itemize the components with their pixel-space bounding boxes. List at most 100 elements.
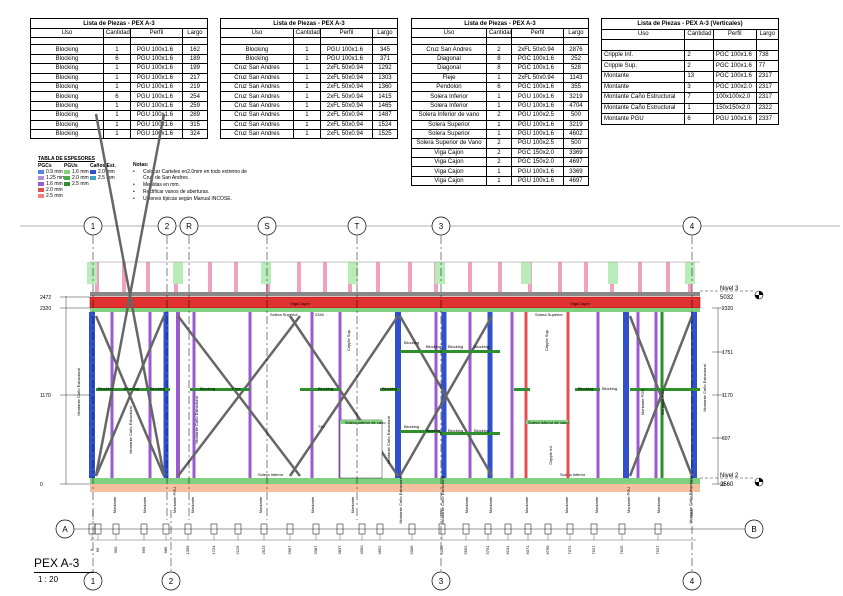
stud [395,312,401,478]
bottom-dim-value: 7927 [655,545,660,555]
drawing-scale: 1 : 20 [38,575,59,584]
bottom-dim-value: 5006 [409,545,414,555]
stud [524,312,528,478]
montante-label: Montante PGU [640,389,645,416]
dim-value: 1170 [40,393,51,399]
montante-label: Montante PGU [172,487,177,514]
blocking-label: Blocking [124,386,139,391]
blocking [440,432,470,435]
joist-stub [408,262,412,292]
cruz-san-andres-brace [94,113,166,477]
montante-label: Montante [310,496,315,513]
montante-label: Montante [258,496,263,513]
solera-superior-label: Solera Superior [270,312,298,317]
table-title: Lista de Piezas - PEX A-3 (Verticales) [601,18,779,30]
joist-stub [468,262,472,292]
legend-item-text: 2.5 mm [98,175,115,181]
section-label: A [62,525,68,534]
blocking [96,388,170,391]
blocking [575,388,600,391]
solera-inf-vano-label: Solera Inferior de vano [345,420,386,425]
stud [338,312,342,478]
note-item: •Medidas en mm. [133,182,180,188]
blocking-label: Blocking [426,344,441,349]
table-header-cell: Cantidad [292,27,321,39]
cruz-san-andres-brace [628,315,694,477]
legend-swatch [64,181,70,186]
legend-item-text: 2.5 mm [46,193,63,199]
viga-cajon-label: Viga Cajon [290,301,310,306]
bottom-dim-value: 2129 [235,545,240,555]
blocking [300,388,340,391]
legend-swatch [64,169,70,174]
note-item: •Colocar Carteles en2.0mm en todo extrem… [133,169,247,181]
stud [636,312,640,478]
beam-stub-green [435,262,445,284]
level-marker-icon [755,478,763,486]
beam-stub-green [521,262,531,284]
blocking [440,350,470,353]
legend-item: 0.9 mm [38,169,66,175]
blocking [380,388,400,391]
blocking-label: Blocking [426,428,441,433]
blocking-label: Blocking [200,386,215,391]
montante-label: Montante [656,496,661,513]
stud [310,312,314,478]
joist-stub [376,262,380,292]
level-name: Nivel 3 [720,286,739,292]
beam-stub-green [87,262,97,284]
grid-label: 3 [439,577,444,586]
solera-inferior [90,478,700,484]
montante-label: Montante [142,496,147,513]
legend-group-label: Caños Est. [90,163,116,169]
table-cell: 6 [684,113,714,125]
solera-inferior-vano [526,420,568,424]
legend-swatch [38,169,44,174]
level-value: 2560 [720,482,734,488]
stud [89,312,95,478]
dim-value: 1751 [722,350,733,356]
bottom-dim-value: 1724 [211,545,216,555]
blocking-label: Blocking [474,428,489,433]
stud [434,312,438,478]
bottom-dim-value: 2523 [261,545,266,555]
cruz-san-andres-brace [177,315,301,477]
montante-label: Montante Caño Estructural [398,476,403,524]
legend-item: 2.0 mm [64,175,92,181]
montante-label: Montante Caño Estructural [688,476,693,524]
legend-item-text: 2.0 mm [46,187,63,193]
table-cell: 1 [102,128,131,140]
grid-label: S [264,222,269,231]
bottom-dim-value: 0 [89,548,94,551]
grid-label: R [186,222,192,231]
bottom-dim-value: 350 [113,546,118,553]
legend-item-text: 1.6 mm [46,181,63,187]
montante-label: Montante PGU [660,389,665,416]
beam-stub-green [348,262,358,284]
blocking [630,388,700,391]
dim-value: 2320 [722,306,733,312]
dim-value: 0 [722,482,725,488]
section-bubble [55,519,75,539]
bottom-dim-value: 3837 [337,545,342,555]
blocking-label: Blocking [382,386,397,391]
level-name: Nivel 2 [720,473,739,479]
beam-stub-green [685,262,695,284]
bottom-dim-value: 5562 [463,545,468,555]
montante-label: Montante [564,496,569,513]
solera-inf-vano-label: Solera Inferior de vano [528,420,569,425]
cruz-san-andres-brace [94,315,166,477]
viga-cajon-label: Viga Cajon [570,301,590,306]
